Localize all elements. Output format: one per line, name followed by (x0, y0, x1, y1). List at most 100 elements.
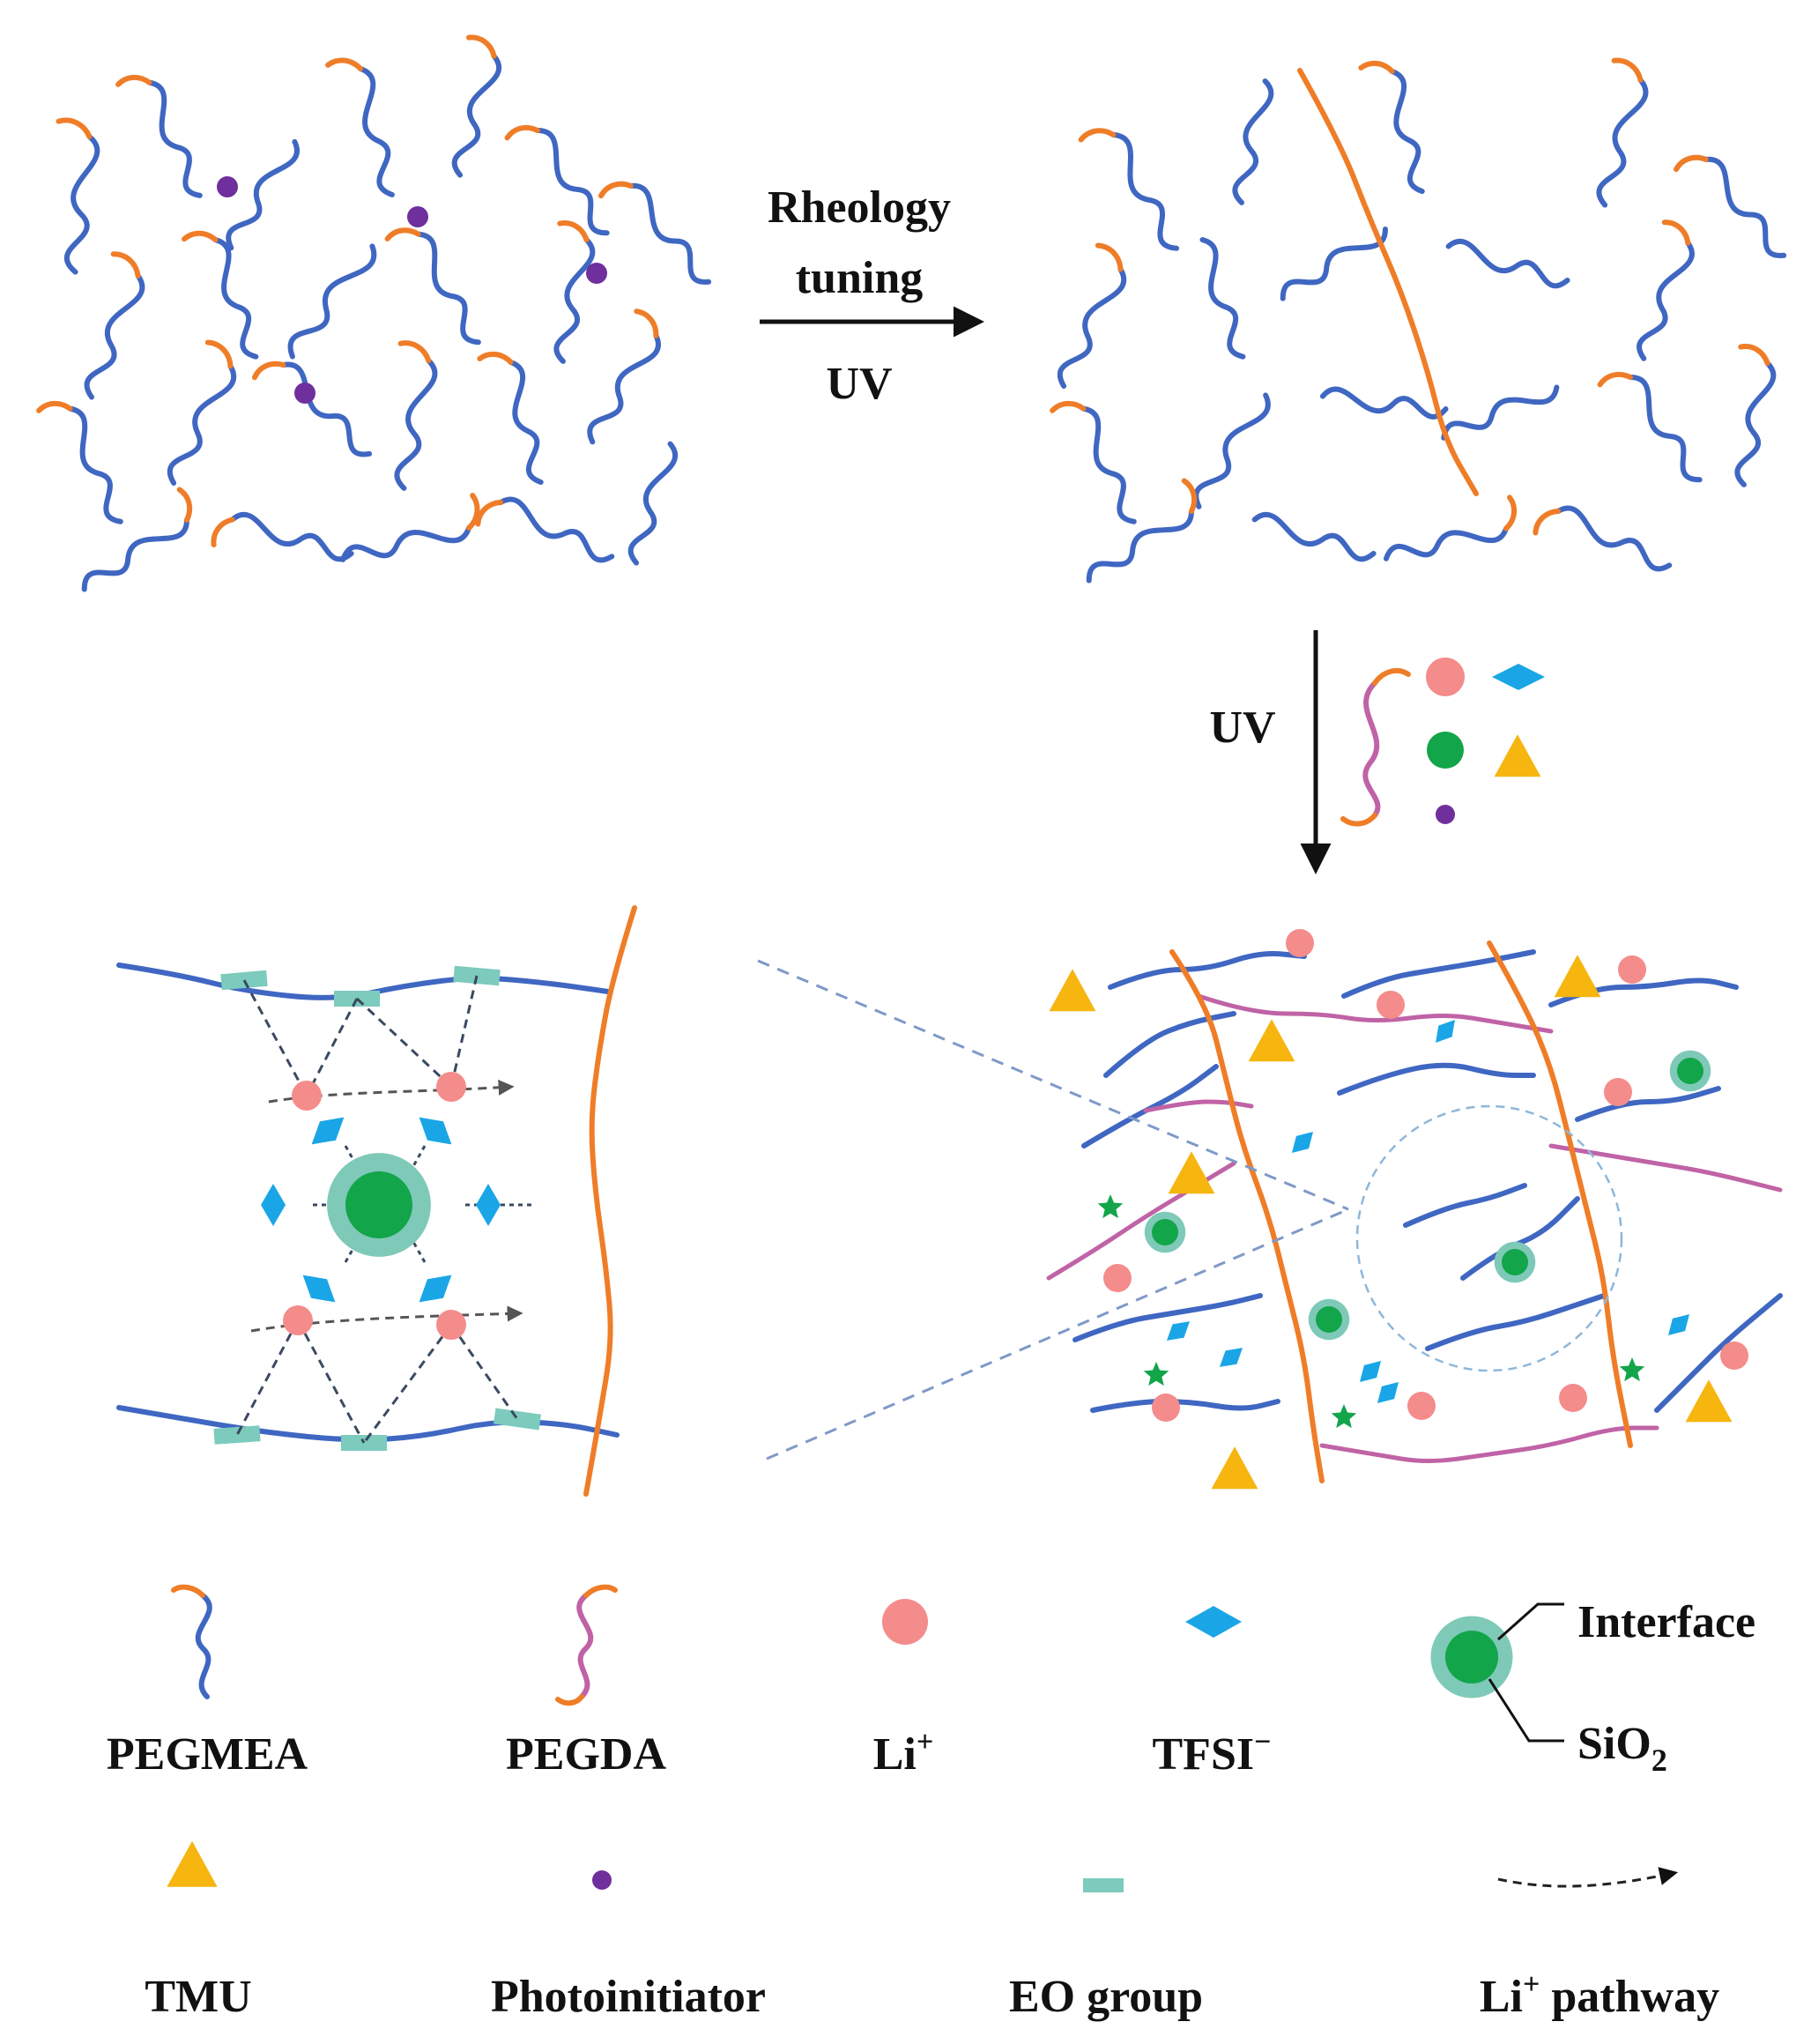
crosslink-chain (1487, 940, 1633, 1448)
chain-backbone (1199, 237, 1246, 360)
li-ion (1103, 1264, 1132, 1292)
pegmea-chain (504, 124, 610, 236)
chain-backbone (1193, 392, 1271, 509)
chain-backbone (146, 79, 203, 198)
pegmea-chain (1441, 384, 1560, 441)
pegda-backbone (1362, 680, 1381, 818)
li-ion (1618, 955, 1646, 984)
precursor-network (36, 34, 712, 592)
end-group (583, 1584, 618, 1598)
chain-backbone (1110, 131, 1180, 251)
pegmea-chain (81, 487, 193, 592)
legend-label-li-pathway: Li+ pathway (1480, 1968, 1719, 2022)
pegmea-chain (1637, 219, 1695, 361)
pegmea-chain (1425, 1293, 1607, 1351)
end-group (1078, 128, 1117, 143)
chain-backbone (587, 332, 661, 445)
chain-backbone (1319, 386, 1449, 420)
chain-backbone (212, 237, 259, 360)
tfsi-anion (1377, 1381, 1399, 1404)
end-group (56, 117, 93, 140)
pegmea-chain (167, 339, 237, 486)
zoom-interaction-view (116, 905, 637, 1497)
chain-backbone (1383, 525, 1510, 561)
end-group (110, 251, 141, 279)
chain-backbone (535, 128, 610, 236)
sio2-core (1502, 1249, 1528, 1275)
pegmea-chain (251, 360, 373, 457)
end-group (204, 339, 234, 369)
legend-label-tfsi: TFSI− (1153, 1726, 1272, 1780)
pegmea-chain (1337, 1062, 1536, 1096)
pegmea-chain (287, 243, 377, 360)
chain-backbone (195, 1593, 212, 1699)
coordination-line (296, 1319, 366, 1444)
chain-backbone (1389, 68, 1425, 195)
end-group (1661, 219, 1691, 246)
pegmea-chain (1280, 227, 1388, 301)
legend-icon-pegda (555, 1584, 618, 1706)
tfsi-anion (476, 1184, 501, 1226)
tmu-molecule (1685, 1379, 1733, 1423)
chain-backbone (226, 138, 300, 251)
sio2-core (1677, 1058, 1703, 1084)
chain-backbone (1080, 405, 1137, 524)
end-group (115, 74, 152, 87)
pegmea-chain (1341, 949, 1536, 999)
end-group (1611, 57, 1644, 83)
legend-icon-tfsi (1185, 1606, 1242, 1638)
pegmea-chain (1090, 1398, 1280, 1413)
end-group (466, 493, 480, 531)
li-pathway-arrow (268, 1079, 515, 1104)
star-marker (1619, 1357, 1645, 1382)
chain-backbone (1628, 375, 1703, 483)
end-group (1050, 400, 1087, 413)
pegmea-chain (340, 493, 480, 562)
pegmea-chain (1081, 1064, 1219, 1148)
eo-group (494, 1408, 541, 1431)
pegmea-chain (182, 230, 259, 360)
tfsi-anion (302, 1275, 336, 1303)
tfsi-anion (419, 1117, 452, 1145)
chain-backbone (415, 231, 481, 346)
sio2-core (345, 1171, 412, 1238)
li-ion (1426, 658, 1465, 696)
end-group (1340, 813, 1377, 827)
coordination-line (362, 1324, 453, 1444)
end-group (384, 227, 421, 242)
pegmea-chain (1086, 478, 1198, 583)
li-ion (436, 1072, 466, 1102)
tfsi-anion (1291, 1131, 1314, 1154)
legend-label-photoinitiator: Photoinitiator (491, 1972, 766, 2022)
pegmea-chain (1358, 60, 1425, 195)
pegmea-chain (475, 496, 615, 563)
pegmea-chain (1575, 1086, 1721, 1122)
li-ion (436, 1310, 466, 1340)
tmu-molecule (1211, 1446, 1258, 1490)
legend-label-pegmea: PEGMEA (107, 1729, 308, 1780)
legend-label-eo-group: EO group (1009, 1972, 1203, 2022)
pegmea-chain (384, 227, 481, 346)
legend-label-interface: Interface (1577, 1597, 1755, 1647)
tmu-molecule (1248, 1019, 1295, 1062)
chain-backbone (1445, 238, 1570, 289)
added-components (1340, 658, 1545, 827)
tmu-molecule (1554, 955, 1601, 998)
tfsi-anion (311, 1117, 345, 1145)
chain-backbone (280, 361, 373, 457)
sio2-particle (1144, 1211, 1186, 1253)
chain-backbone (451, 53, 502, 178)
legend-label-sio2: SiO2 (1577, 1719, 1667, 1778)
chain-backbone (1232, 78, 1274, 205)
pegmea-chain (1057, 242, 1127, 389)
pegmea-chain (1319, 386, 1449, 420)
pegmea-chain (36, 400, 123, 524)
end-group (36, 400, 73, 413)
pegmea-chain (1199, 237, 1246, 360)
interface-pointer (1497, 1602, 1564, 1641)
chain-backbone (1251, 511, 1377, 562)
pegda-chain (1319, 1425, 1659, 1463)
photoinitiator (407, 206, 428, 227)
chain-backbone (627, 182, 712, 285)
pegmea-chain (1403, 1183, 1527, 1228)
